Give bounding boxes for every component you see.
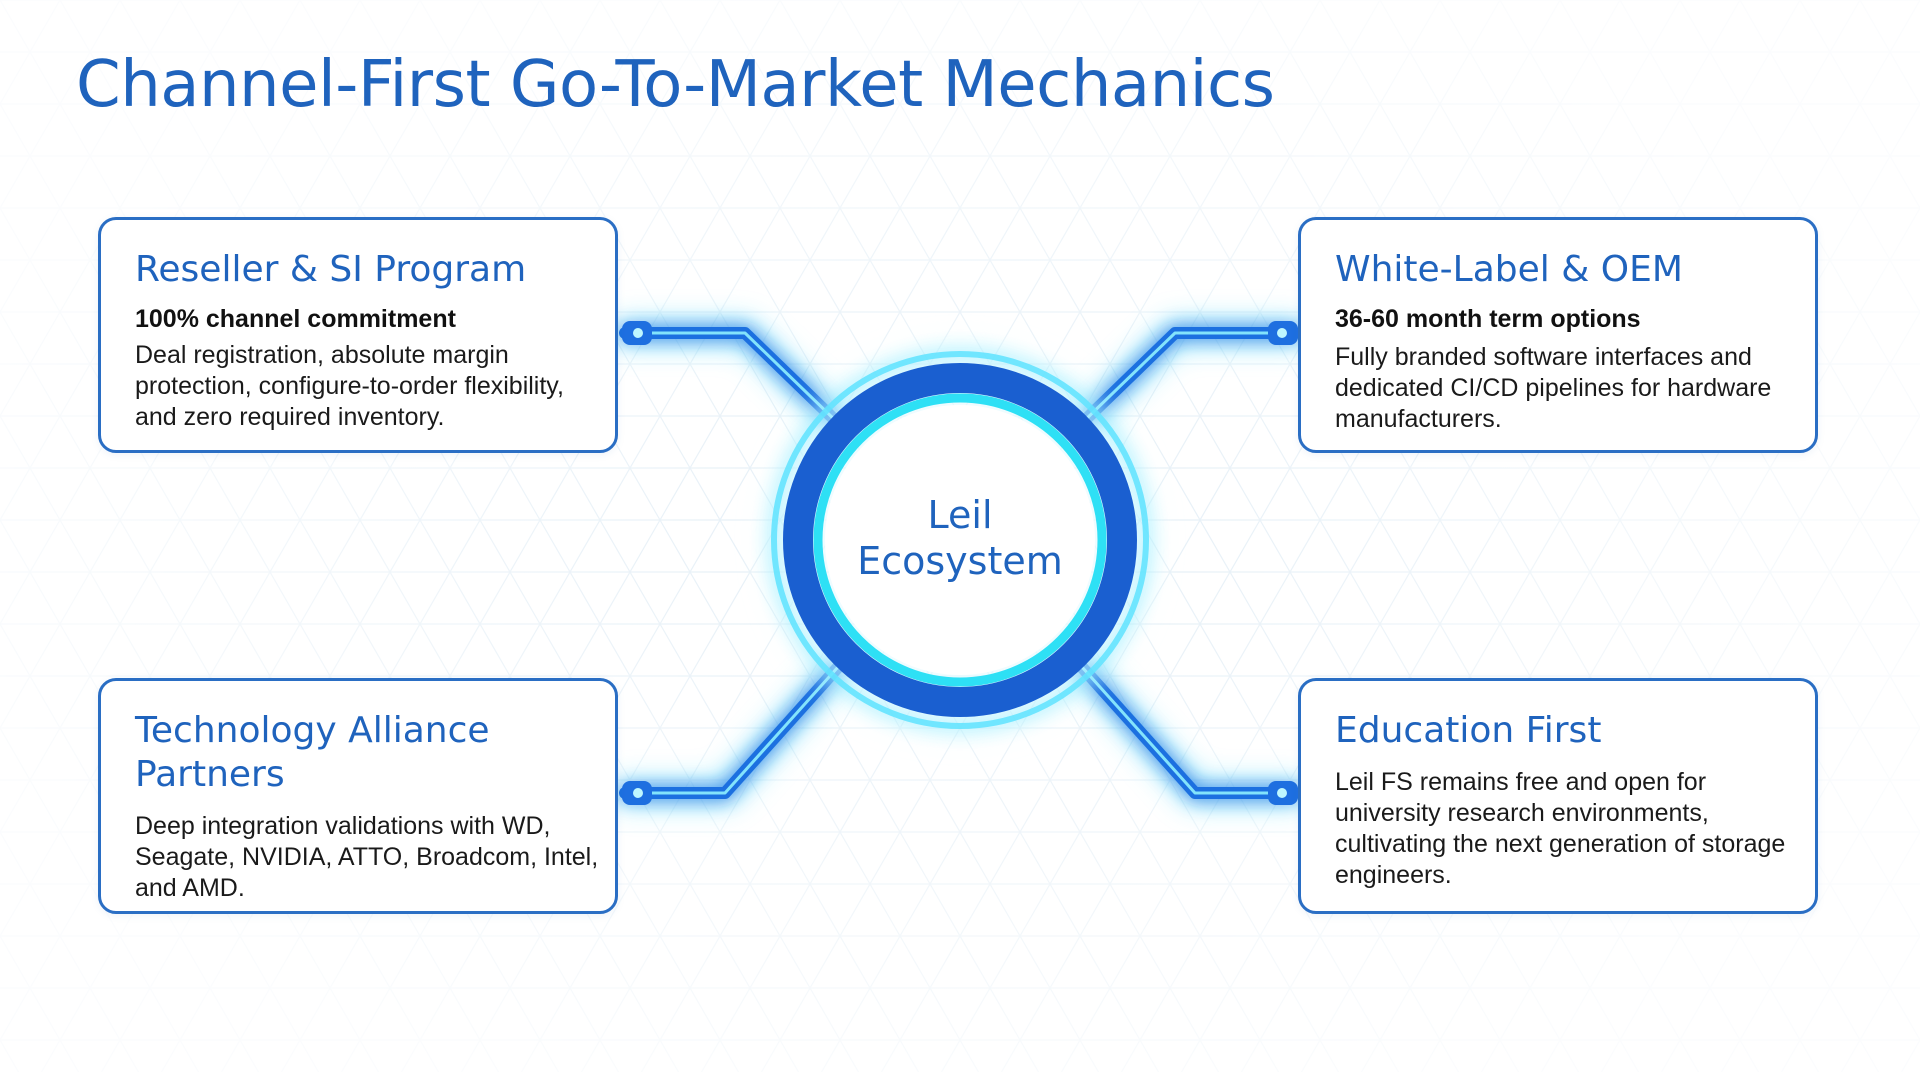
card-body: Fully branded software interfaces and de…	[1335, 342, 1801, 435]
card-subtitle: 100% channel commitment	[135, 304, 601, 334]
card-title: White-Label & OEM	[1335, 248, 1801, 292]
card-white-label-oem: White-Label & OEM 36-60 month term optio…	[1298, 217, 1818, 453]
hub-label-line1: Leil	[810, 492, 1110, 538]
card-title: Education First	[1335, 709, 1801, 753]
hub-label-line2: Ecosystem	[810, 538, 1110, 584]
card-title-line1: Technology Alliance	[135, 709, 601, 753]
card-body: Deep integration validations with WD, Se…	[135, 811, 601, 904]
card-technology-alliance-partners: Technology Alliance Partners Deep integr…	[98, 678, 618, 914]
card-subtitle: 36-60 month term options	[1335, 304, 1801, 334]
card-title: Reseller & SI Program	[135, 248, 601, 292]
card-body: Leil FS remains free and open for univer…	[1335, 767, 1801, 891]
card-title: Technology Alliance Partners	[135, 709, 601, 797]
card-reseller-si-program: Reseller & SI Program 100% channel commi…	[98, 217, 618, 453]
card-body: Deal registration, absolute margin prote…	[135, 340, 601, 433]
card-title-line2: Partners	[135, 753, 601, 797]
card-education-first: Education First Leil FS remains free and…	[1298, 678, 1818, 914]
hub-label: Leil Ecosystem	[810, 492, 1110, 584]
